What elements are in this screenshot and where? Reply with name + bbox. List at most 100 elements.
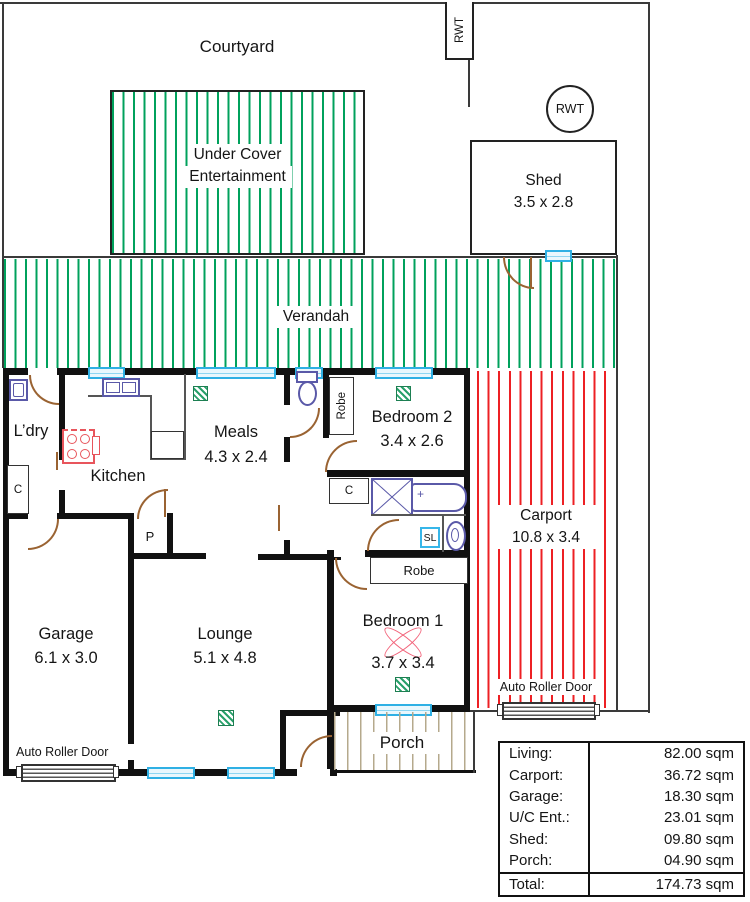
wall-ldry-stub [59,490,65,513]
row-value: 36.72 sqm [663,766,734,784]
window-meals [196,367,276,379]
window-lounge-1 [147,767,195,779]
toilet2-icon [446,521,466,551]
row-label: Porch: [500,850,590,872]
verandah-label: Verandah [270,306,362,328]
window-bed2 [375,367,433,379]
front-door-arc [300,735,332,767]
stove-icon [62,429,95,464]
cupboard-ldry-label: C [13,483,23,496]
cupboard-bath-label: C [344,485,354,497]
pantry-label: P [145,529,155,544]
ldry-door-leaf [56,452,58,470]
carport-right-border [616,255,618,712]
shed [470,140,617,255]
wall-meals-hall-stub [284,540,290,559]
carport-roller-label: Auto Roller Door [494,679,598,695]
stove-side-tab [92,436,100,455]
lounge-name: Lounge [197,625,253,643]
rwt-circle-label: RWT [555,102,585,116]
robe-bed1-label: Robe [403,563,435,578]
fence-line [468,60,470,107]
bath-tap: + [417,487,425,501]
area-table: Living: 82.00 sqm Carport: 36.72 sqm Gar… [498,741,745,897]
row-value: 09.80 sqm [663,830,734,848]
wall-kitchen-lounge [128,553,206,559]
kitchen-sink-icon [102,378,140,397]
wall-lounge-top-right [258,554,341,560]
robe-bed2-label: Robe [335,392,348,420]
porch-label: Porch [362,732,442,754]
vent-bed1-icon [395,677,410,692]
wall-pantry-right [167,513,173,557]
opening-bed1-door [334,550,365,557]
garage-name: Garage [38,625,94,643]
verandah-top-line [2,256,618,258]
shed-dims: 3.5 x 2.8 [513,194,574,211]
lounge-dims: 5.1 x 4.8 [193,649,257,667]
rainwater-tank-top: RWT [445,2,474,60]
opening-front-door [297,769,330,776]
row-label: U/C Ent.: [500,807,590,829]
bed2-dims: 3.4 x 2.6 [380,432,444,450]
wall-garage-lounge [128,513,134,776]
cupboard-ldry: C [7,465,29,514]
vent-bed2-icon [396,386,411,401]
wall-entry-h [280,710,340,716]
linen-cupboard: SL [420,527,440,548]
wall-wc-right [323,374,329,438]
row-label: Shed: [500,828,590,851]
garage-roller-cap-right [113,766,119,778]
garage-dims: 6.1 x 3.0 [34,649,98,667]
cupboard-bath: C [329,478,369,504]
bath-partition-line [371,514,466,516]
wall-ldry-kitchen [59,374,65,460]
laundry-tub-icon [9,379,28,401]
uce-label-line1: Under Cover [110,144,365,166]
courtyard-label: Courtyard [199,37,275,56]
porch-bottom-line [334,770,476,773]
table-row: U/C Ent.: 23.01 sqm [500,807,743,829]
bench-right-edge [184,374,186,460]
toilet-bay-line [442,516,444,552]
total-label: Total: [500,873,590,895]
total-value: 174.73 sqm [655,875,734,893]
carport-dims: 10.8 x 3.4 [496,527,596,549]
row-value: 18.30 sqm [663,788,734,806]
uce-label-line2: Entertainment [110,166,365,188]
carport-roller-cap-left [497,704,503,716]
kitchen-appliance-box [151,431,184,459]
robe-bed2: Robe [329,377,354,435]
bath-icon: + [411,483,467,512]
wall-bath-bottom [327,550,470,557]
kitchen-door-leaf [164,489,166,517]
rwt-label: RWT [453,17,466,43]
toilet-bowl-icon [298,381,317,406]
wall-meals-hall-b [284,437,290,462]
carport-roller-cap-right [594,704,600,716]
table-row: Carport: 36.72 sqm [500,764,743,786]
bed1-door-arc [335,558,367,590]
vent-meals-icon [193,386,208,401]
table-row: Living: 82.00 sqm [500,743,743,765]
shower-icon [371,478,413,516]
carport-name: Carport [496,505,596,527]
porch-right-line [473,712,475,773]
meals-name: Meals [213,423,258,441]
boundary-right [648,2,650,713]
window-lounge-2 [227,767,275,779]
linen-label: SL [423,531,437,544]
shed-window [545,250,572,262]
row-label: Living: [500,743,590,765]
bench-return-edge [150,395,152,460]
kitchen-label: Kitchen [90,467,146,485]
bed1-name: Bedroom 1 [362,612,444,630]
garage-roller-cap-left [16,766,22,778]
wall-bed2-bottom [327,470,470,477]
row-value: 23.01 sqm [663,809,734,827]
table-row: Garage: 18.30 sqm [500,785,743,808]
table-row: Shed: 09.80 sqm [500,828,743,851]
rainwater-tank-circle: RWT [546,85,594,133]
bed2-name: Bedroom 2 [371,408,453,426]
wall-entry-v [280,710,286,770]
